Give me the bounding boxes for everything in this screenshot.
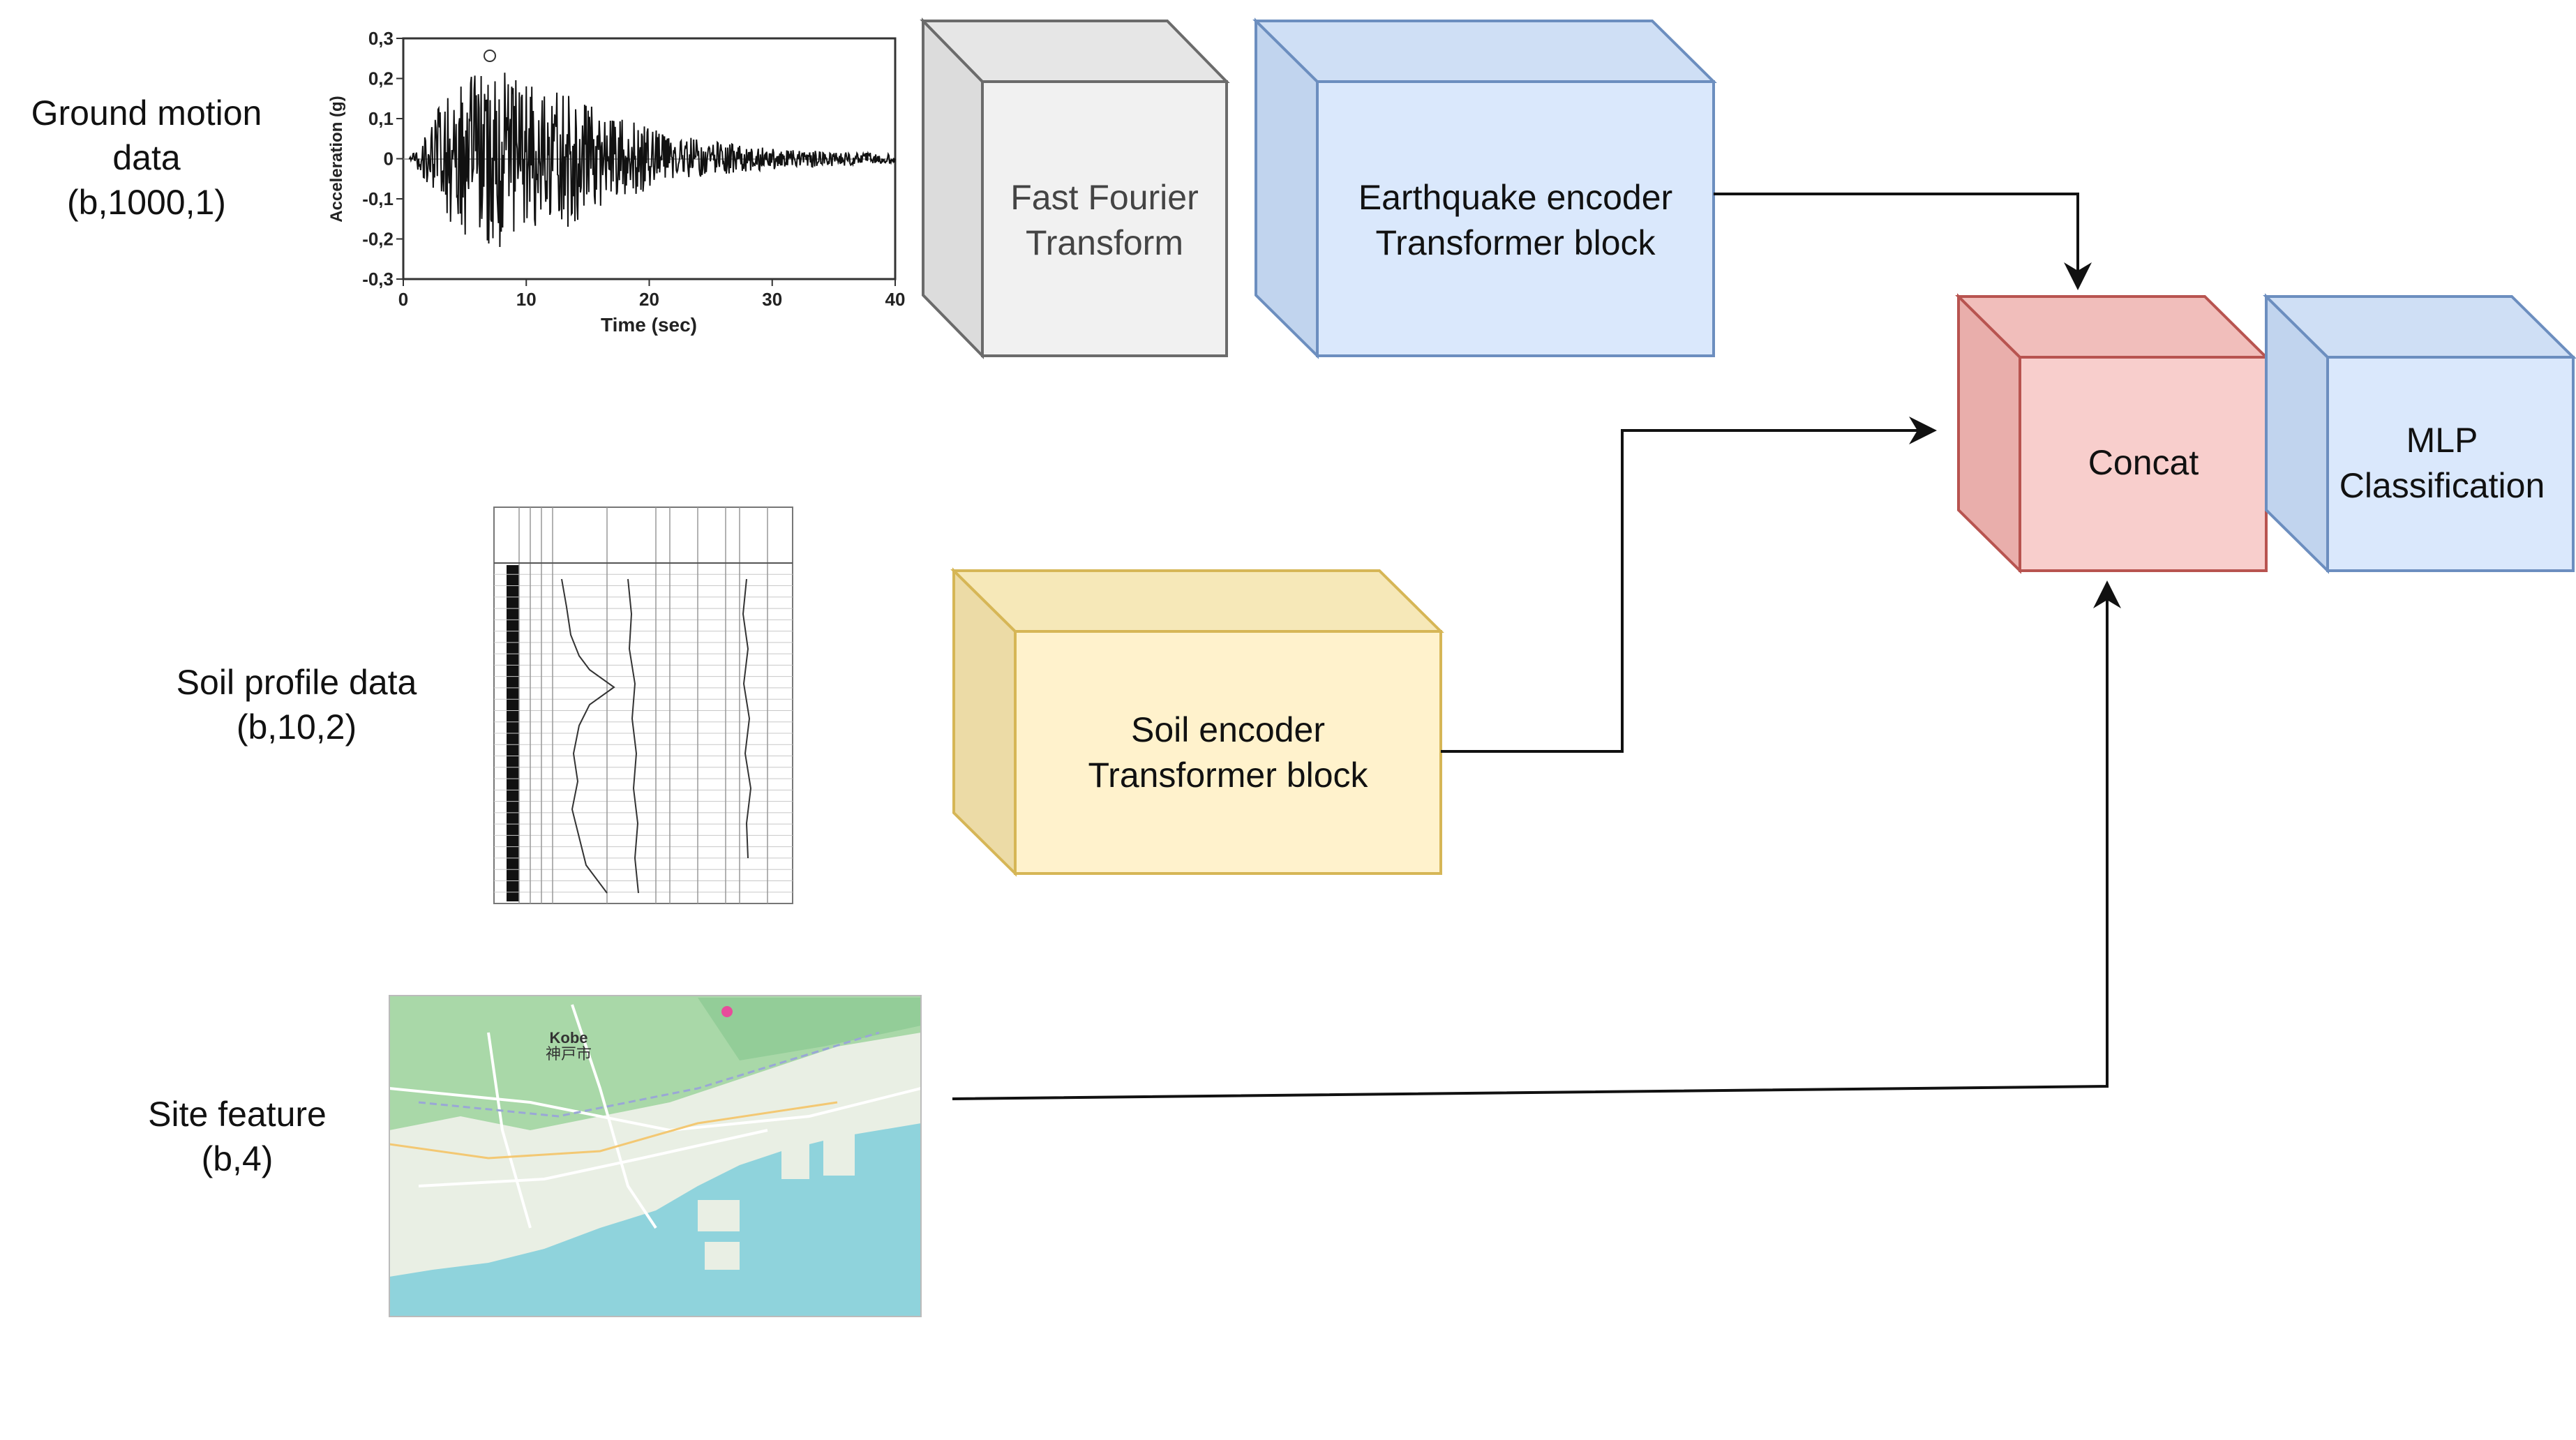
map-city-label-jp: 神戸市 [546, 1045, 592, 1063]
mlp-block: MLP Classification [2263, 293, 2576, 574]
map-pin-icon [721, 1006, 733, 1017]
eq-encoder-label-1: Earthquake encoder [1358, 178, 1672, 217]
y-tick-label: -0,1 [362, 188, 394, 209]
soil-profile-label-line1: Soil profile data [176, 663, 417, 702]
map-city-label: Kobe [550, 1029, 588, 1047]
concat-block: Concat [1955, 293, 2270, 574]
x-tick-label: 40 [885, 289, 906, 310]
arrow-site-to-concat [952, 580, 2121, 1100]
fft-block: Fast Fourier Transform [920, 17, 1230, 359]
connectors [952, 193, 2121, 1100]
soil-encoder-label-2: Transformer block [1088, 756, 1368, 795]
arrow-soil-to-concat [1441, 417, 1937, 753]
soil-encoder-label-1: Soil encoder [1131, 710, 1325, 749]
site-feature-label-line2: (b,4) [201, 1139, 274, 1178]
ground-motion-label: Ground motion data (b,1000,1) [7, 91, 286, 225]
y-ticks: 0,3 0,2 0,1 0 -0,1 -0,2 -0,3 [362, 28, 403, 290]
x-tick-label: 0 [398, 289, 408, 310]
ground-motion-label-line1: Ground motion [31, 93, 262, 133]
fft-label-2: Transform [1026, 223, 1183, 262]
site-feature-label-line1: Site feature [148, 1095, 327, 1134]
y-tick-label: -0,3 [362, 269, 394, 290]
arrow-eq-to-concat [1714, 193, 2092, 290]
soil-profile-grid [494, 507, 793, 903]
peak-marker [484, 50, 496, 62]
ground-motion-label-line2: data [112, 138, 181, 177]
soil-profile-label-line2: (b,10,2) [236, 707, 357, 747]
soil-profile-curve-1 [561, 578, 615, 894]
soil-encoder-block: Soil encoder Transformer block [950, 567, 1444, 877]
site-map-image: Kobe 神戸市 [389, 995, 922, 1317]
y-tick-label: 0,2 [368, 68, 394, 89]
earthquake-encoder-block: Earthquake encoder Transformer block [1252, 17, 1717, 359]
ground-motion-plot: Acceleration (g) Time (sec) 0,30,20,10-0… [313, 28, 905, 342]
soil-profile-curve-2 [627, 578, 639, 894]
y-tick-label: 0,1 [368, 108, 394, 129]
ground-motion-label-line3: (b,1000,1) [67, 183, 226, 222]
soil-profile-curve-3 [742, 578, 752, 859]
site-feature-label: Site feature (b,4) [98, 1092, 377, 1181]
concat-label: Concat [2088, 443, 2199, 482]
y-tick-label: 0 [384, 149, 394, 170]
x-ticks: 0 10 20 30 40 [398, 279, 906, 310]
y-tick-label: 0,3 [368, 28, 394, 49]
x-axis-label: Time (sec) [601, 314, 697, 336]
mlp-label-1: MLP [2406, 421, 2478, 460]
soil-profile-image [493, 507, 793, 904]
y-tick-label: -0,2 [362, 229, 394, 250]
fft-label-1: Fast Fourier [1010, 178, 1199, 217]
y-axis-label: Acceleration (g) [327, 96, 346, 222]
soil-profile-label: Soil profile data (b,10,2) [150, 660, 443, 749]
x-tick-label: 10 [516, 289, 537, 310]
seismogram-trace [408, 73, 896, 248]
eq-encoder-label-2: Transformer block [1375, 223, 1656, 262]
x-tick-label: 30 [762, 289, 782, 310]
mlp-label-2: Classification [2339, 466, 2545, 505]
x-tick-label: 20 [639, 289, 659, 310]
